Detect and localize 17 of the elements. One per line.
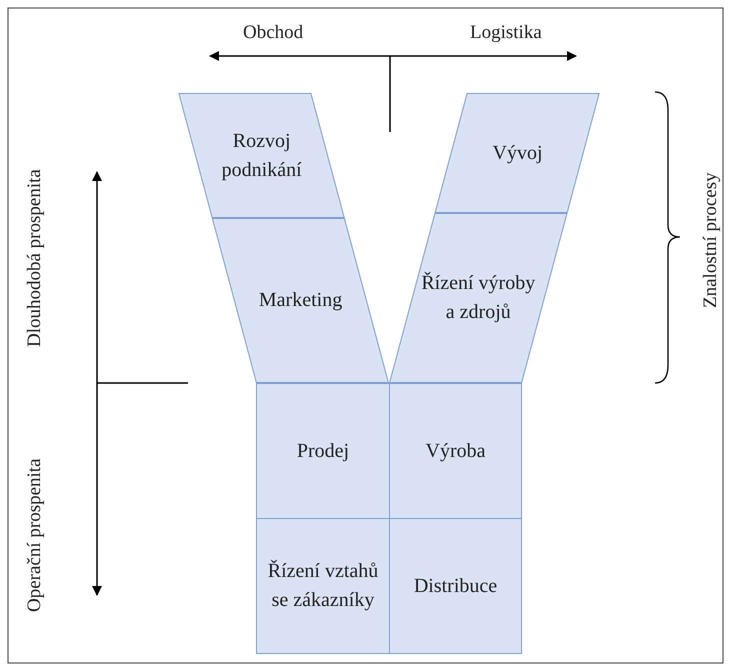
box-label: Rozvoj podnikání <box>220 128 303 182</box>
direction-label: Logistika <box>470 22 542 44</box>
box-label: Vývoj <box>492 140 542 166</box>
box-label: Řízení vztahů se zákazníky <box>266 558 380 613</box>
box-label: Marketing <box>258 288 342 313</box>
axis-label: Operační prospenita <box>23 457 46 614</box>
box-label: Prodej <box>296 438 350 464</box>
process-box <box>256 518 390 654</box>
axis-label: Dlouhodobá prospenita <box>23 168 46 348</box>
box-label: Výroba <box>426 438 486 464</box>
process-box <box>256 383 390 519</box>
process-box <box>389 383 522 519</box>
axis-label: Znalostní procesy <box>699 171 722 310</box>
process-box <box>389 518 522 654</box>
direction-label: Obchod <box>243 22 304 44</box>
box-label: Řízení výroby a zdrojů <box>420 270 536 325</box>
box-label: Distribuce <box>414 574 498 598</box>
